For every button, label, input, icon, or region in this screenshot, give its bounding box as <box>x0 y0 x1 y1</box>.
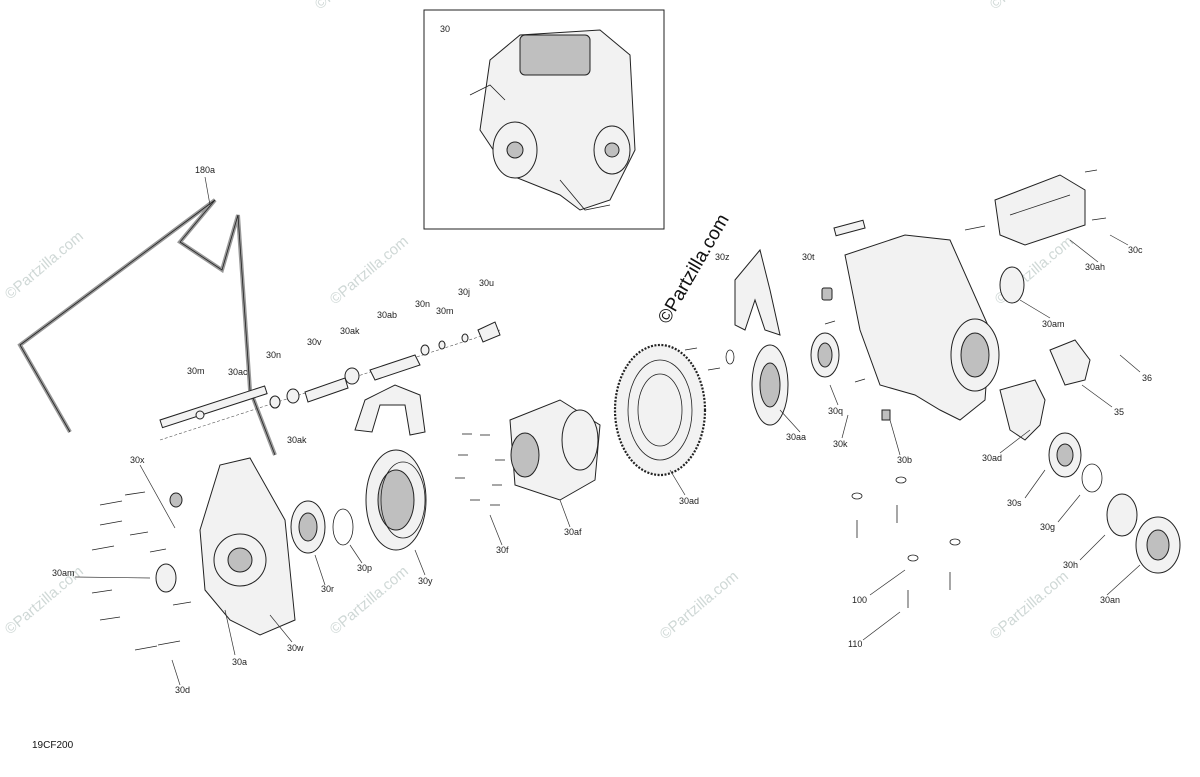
callout-label: 30m <box>187 366 205 376</box>
callout-label: 30ac <box>228 367 248 377</box>
callout-label: 30m <box>436 306 454 316</box>
shift-actuator-30ah <box>964 169 1107 304</box>
watermark-text: ©Partzilla.com <box>312 0 397 13</box>
callout-label: 30ad <box>679 496 699 506</box>
inset-label: 30 <box>440 24 450 34</box>
callout-label: 30am <box>1042 319 1065 329</box>
callout-label: 30ah <box>1085 262 1105 272</box>
callout-label: 30ad <box>982 453 1002 463</box>
callout-label: 30d <box>175 685 190 695</box>
diagram-code: 19CF200 <box>32 740 74 751</box>
pinion-and-bearings <box>999 339 1181 574</box>
callout-label: 30n <box>266 350 281 360</box>
cover-bolts-30d <box>91 491 192 651</box>
shift-shaft-assembly <box>159 321 501 441</box>
callout-label: 30u <box>479 278 494 288</box>
washers-and-bolts-100-110 <box>851 476 961 608</box>
callout-label: 30ab <box>377 310 397 320</box>
watermark-text: ©Partzilla.com <box>2 228 87 303</box>
callout-label: 30b <box>897 455 912 465</box>
left-cover-30a <box>155 457 296 636</box>
callout-label: 100 <box>852 595 867 605</box>
callout-label: 30n <box>415 299 430 309</box>
callout-label: 30am <box>52 568 75 578</box>
callout-label: 30f <box>496 545 509 555</box>
watermark-text: ©Partzilla.com <box>327 233 412 308</box>
callout-label: 30k <box>833 439 848 449</box>
callout-label: 30z <box>715 252 730 262</box>
callout-label: 36 <box>1142 373 1152 383</box>
callout-label: 30w <box>287 643 304 653</box>
callout-label: 180a <box>195 165 215 175</box>
callout-label: 30x <box>130 455 145 465</box>
right-housing-30b <box>833 219 1000 421</box>
callout-labels: 180a 30m 30ac 30n 30v 30ak 30ab 30n 30m … <box>52 165 1152 695</box>
callout-label: 30c <box>1128 245 1143 255</box>
callout-label: 30p <box>357 563 372 573</box>
callout-label: 110 <box>848 639 862 649</box>
watermark-text: ©Partzilla.com <box>987 0 1072 13</box>
callout-label: 30v <box>307 337 322 347</box>
bearings-and-seals <box>290 449 427 554</box>
callout-label: 30af <box>564 527 582 537</box>
assembled-gearbox-illustration <box>469 29 636 211</box>
callout-label: 30h <box>1063 560 1078 570</box>
differential-30af <box>455 399 601 506</box>
brand-stamp: ©Partzilla.com <box>654 211 734 328</box>
leader-lines <box>74 176 1141 686</box>
callout-label: 35 <box>1114 407 1124 417</box>
ring-gear-30ad <box>613 343 707 477</box>
watermark-text: ©Partzilla.com <box>657 568 742 643</box>
callout-label: 30t <box>802 252 815 262</box>
callout-label: 30s <box>1007 498 1022 508</box>
wire-harness-180a <box>17 198 277 456</box>
watermark-text: ©Partzilla.com <box>327 563 412 638</box>
assembly-inset: 30 <box>423 9 665 230</box>
watermark-text: ©Partzilla.com <box>987 568 1072 643</box>
callout-label: 30r <box>321 584 334 594</box>
callout-label: 30j <box>458 287 470 297</box>
callout-label: 30an <box>1100 595 1120 605</box>
callout-label: 30g <box>1040 522 1055 532</box>
callout-label: 30aa <box>786 432 806 442</box>
callout-label: 30q <box>828 406 843 416</box>
callout-label: 30ak <box>287 435 307 445</box>
shift-fork-30z <box>684 248 866 426</box>
callout-label: 30y <box>418 576 433 586</box>
callout-label: 30ak <box>340 326 360 336</box>
callout-label: 30a <box>232 657 247 667</box>
